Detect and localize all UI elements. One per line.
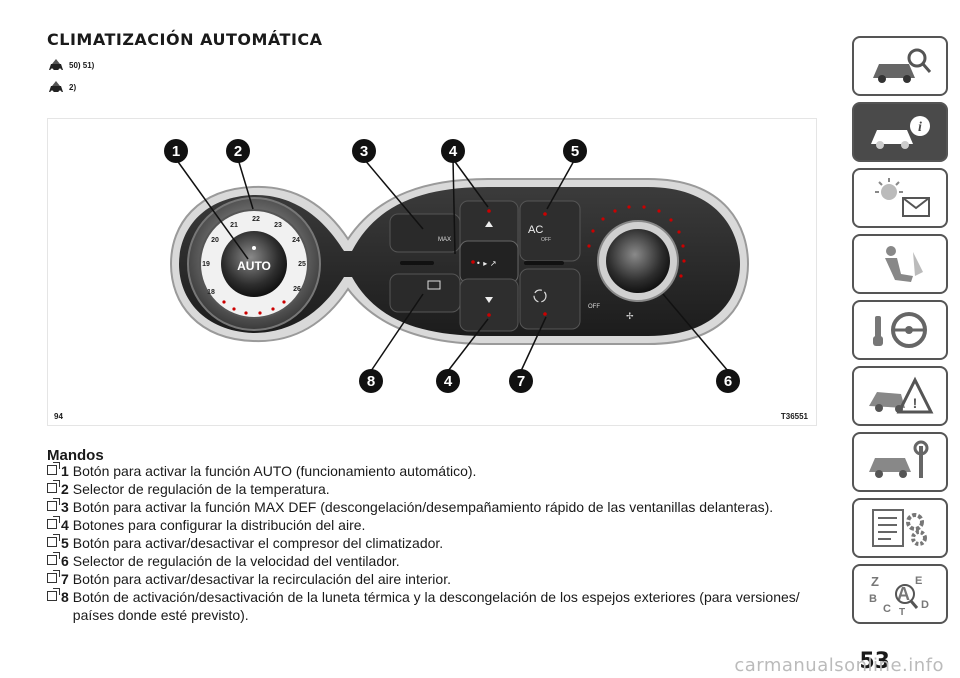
- svg-text:20: 20: [211, 237, 219, 244]
- list-bullet-icon: [47, 588, 60, 601]
- light-message-icon: [875, 178, 930, 217]
- index-letters-icon: Z E B AC D T: [869, 574, 929, 616]
- tab-technical-specs[interactable]: [852, 498, 948, 558]
- list-bullet-icon: [47, 570, 60, 583]
- svg-text:24: 24: [292, 237, 300, 244]
- svg-text:OFF: OFF: [541, 237, 551, 243]
- tab-maintenance[interactable]: [852, 432, 948, 492]
- svg-text:1: 1: [172, 143, 180, 160]
- tab-safety[interactable]: [852, 234, 948, 294]
- figure-number: 94: [54, 412, 63, 421]
- svg-text:D: D: [921, 599, 929, 611]
- svg-text:T: T: [899, 607, 905, 616]
- list-bullet-icon: [47, 498, 60, 511]
- tab-emergency[interactable]: !: [852, 366, 948, 426]
- list-bullet-icon: [47, 516, 60, 529]
- svg-text:18: 18: [207, 289, 215, 296]
- airbag-seat-icon: [885, 246, 923, 282]
- svg-text:3: 3: [360, 143, 368, 160]
- recirculation-button: [519, 268, 581, 330]
- auto-button: [221, 231, 287, 297]
- svg-text:C: C: [883, 603, 891, 615]
- callout-markers: 1 2 3 4 5 4 7 6 8: [164, 139, 740, 393]
- tab-car-search[interactable]: [852, 36, 948, 96]
- svg-text:AC: AC: [528, 224, 543, 236]
- svg-text:E: E: [915, 575, 922, 587]
- controls-title: Mandos: [47, 447, 104, 464]
- svg-text:8: 8: [367, 373, 375, 390]
- auto-button-label[interactable]: AUTO: [237, 259, 271, 273]
- svg-text:• ▸ ↗: • ▸ ↗: [476, 259, 497, 268]
- svg-text:4: 4: [444, 373, 453, 390]
- svg-text:22: 22: [252, 216, 260, 223]
- svg-text:19: 19: [202, 261, 210, 268]
- list-bullet-icon: [47, 552, 60, 565]
- climate-panel-illustration: AUTO 18 19 20 21 22 23 24 25 26 MAX • ▸ …: [164, 139, 750, 393]
- figure-code: T36551: [780, 412, 808, 421]
- svg-text:2: 2: [234, 143, 242, 160]
- car-warning-icon: !: [869, 376, 934, 414]
- list-bullet-icon: [47, 534, 60, 547]
- svg-text:7: 7: [517, 373, 525, 390]
- warning-car-icon: [49, 81, 63, 94]
- svg-text:21: 21: [230, 222, 238, 229]
- section-heading: CLIMATIZACIÓN AUTOMÁTICA: [47, 30, 323, 49]
- svg-text:✢: ✢: [626, 312, 634, 322]
- warning-reference-1: 50) 51): [47, 58, 94, 72]
- tab-car-info[interactable]: i: [852, 102, 948, 162]
- tab-starting-driving[interactable]: [852, 300, 948, 360]
- rear-defrost-button: [389, 273, 461, 313]
- list-bullet-icon: [47, 480, 60, 493]
- climate-control-figure: AUTO 18 19 20 21 22 23 24 25 26 MAX • ▸ …: [47, 118, 817, 426]
- svg-text:OFF: OFF: [588, 304, 600, 310]
- svg-text:4: 4: [449, 143, 458, 160]
- watermark: carmanualsonline.info: [734, 655, 944, 676]
- svg-text:Z: Z: [871, 574, 879, 589]
- svg-text:i: i: [918, 120, 922, 135]
- fan-speed-dots: [587, 205, 686, 278]
- svg-text:B: B: [869, 593, 877, 605]
- page-number: 53: [859, 649, 890, 674]
- svg-text:A: A: [897, 584, 910, 604]
- temperature-scale-dots: [222, 300, 286, 315]
- svg-text:25: 25: [298, 261, 306, 268]
- temperature-scale: 18 19 20 21 22 23 24 25 26: [202, 216, 306, 296]
- max-def-button: [389, 213, 461, 253]
- tab-lights-messages[interactable]: [852, 168, 948, 228]
- car-search-icon: [873, 48, 932, 83]
- svg-text:!: !: [913, 395, 918, 411]
- svg-text:6: 6: [724, 373, 732, 390]
- svg-text:MAX: MAX: [438, 237, 451, 243]
- svg-text:5: 5: [571, 143, 579, 160]
- spec-gear-icon: [872, 509, 927, 547]
- warning-car-icon: [49, 59, 63, 72]
- svg-text:23: 23: [274, 222, 282, 229]
- key-steering-icon: [873, 312, 927, 348]
- list-bullet-icon: [47, 462, 60, 475]
- warning-reference-2: 2): [47, 80, 76, 94]
- car-info-icon: i: [871, 116, 930, 149]
- car-wrench-icon: [869, 440, 929, 478]
- svg-text:26: 26: [293, 286, 301, 293]
- air-down-button: [459, 278, 519, 332]
